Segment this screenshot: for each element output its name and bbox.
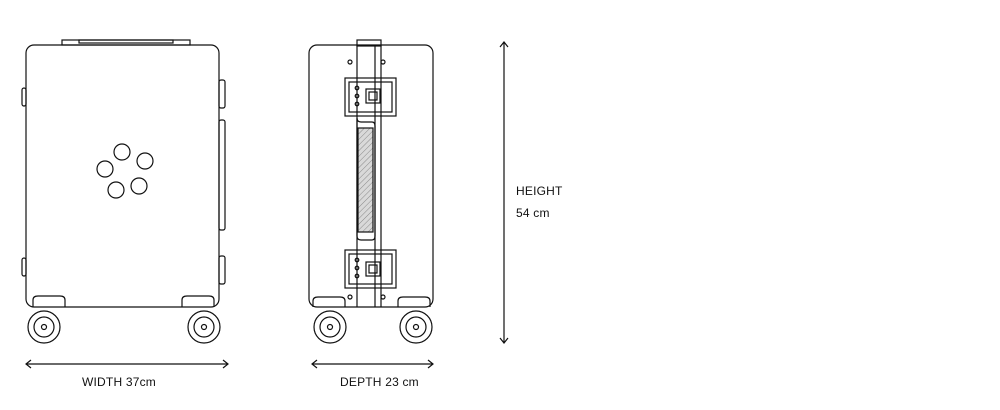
front-wheel-housings	[32, 295, 215, 307]
front-right-wheel	[187, 310, 221, 344]
width-arrow	[25, 359, 229, 369]
side-wheel-housings	[312, 296, 431, 307]
height-arrow	[499, 41, 509, 344]
top-latch	[344, 77, 397, 117]
front-side-hinges	[21, 79, 226, 285]
bottom-latch	[344, 249, 397, 289]
depth-label: DEPTH 23 cm	[340, 375, 419, 389]
side-carry-handle	[356, 117, 376, 241]
side-view	[308, 39, 434, 344]
logo-flower-icon	[96, 143, 154, 199]
side-right-wheel	[399, 310, 433, 344]
depth-arrow	[311, 359, 434, 369]
front-view	[21, 39, 226, 344]
height-title: HEIGHT	[516, 184, 563, 198]
front-left-wheel	[27, 310, 61, 344]
height-value: 54 cm	[516, 206, 550, 220]
side-top-tab	[356, 39, 382, 47]
side-body	[308, 44, 434, 308]
side-left-wheel	[313, 310, 347, 344]
side-rivets	[347, 59, 386, 300]
width-label: WIDTH 37cm	[82, 375, 156, 389]
front-body	[25, 44, 220, 308]
front-top-handle	[61, 39, 191, 46]
